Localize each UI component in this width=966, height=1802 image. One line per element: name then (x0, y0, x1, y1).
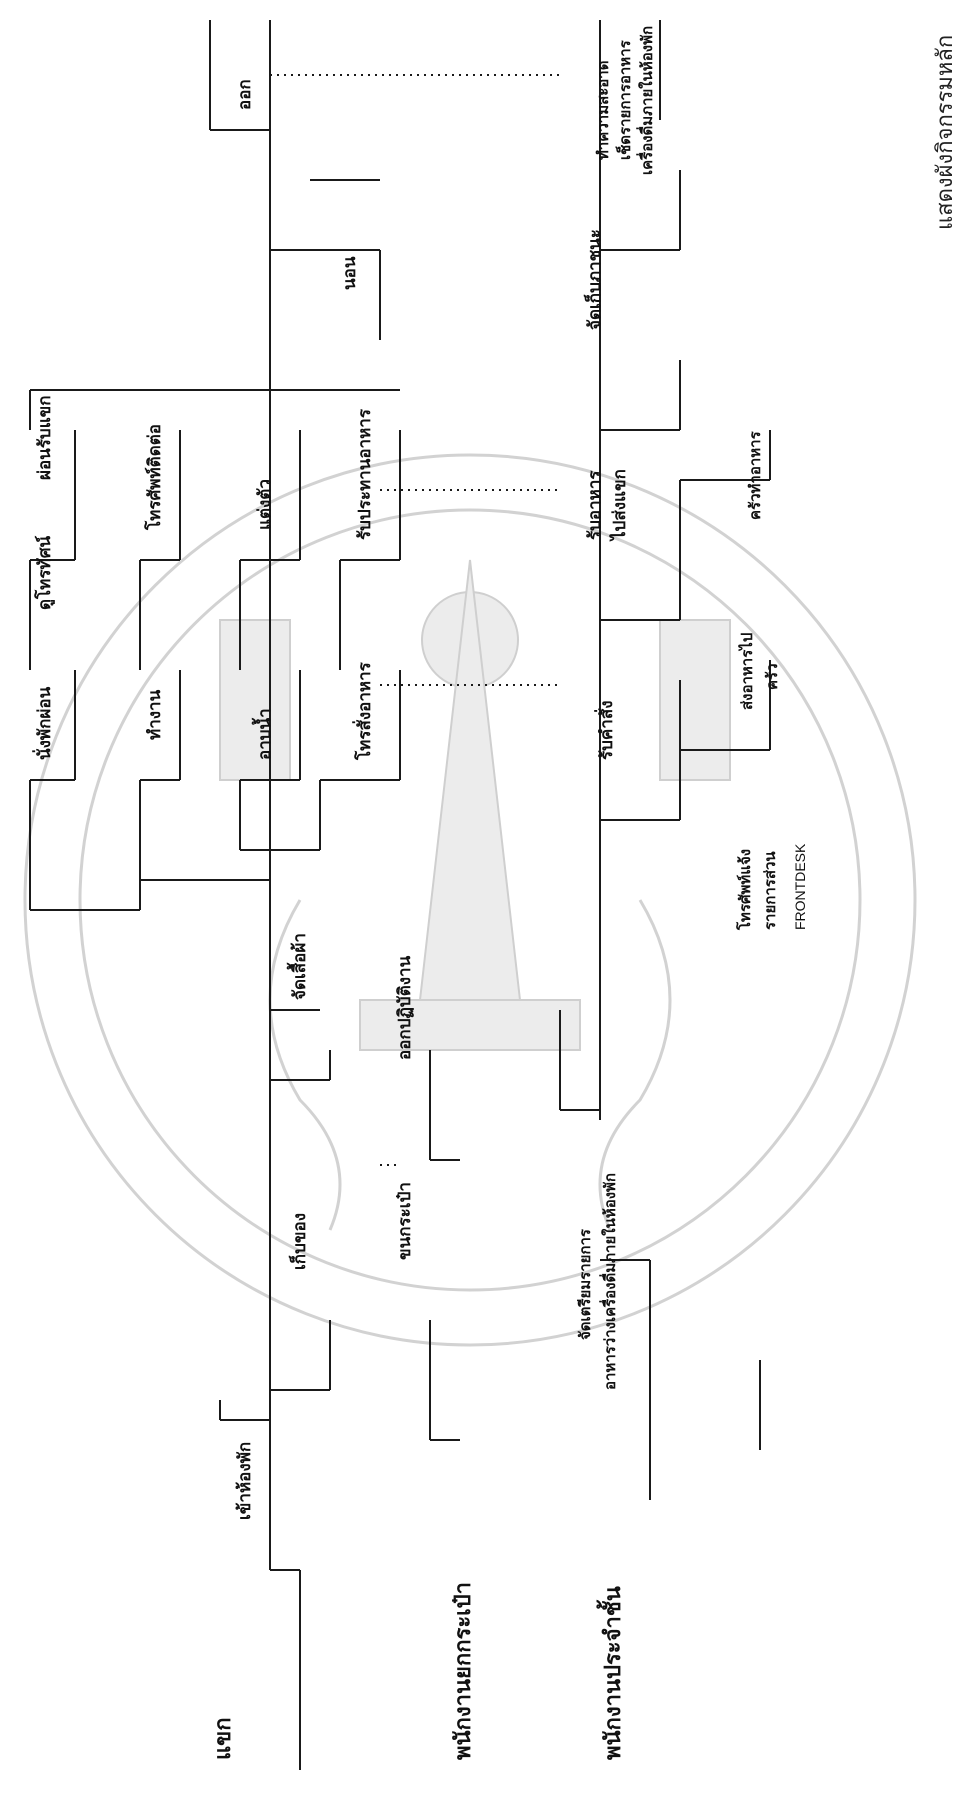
step-leave-area: ออกปฏิบัติงาน (395, 955, 415, 1060)
step-call-line2: รายการส่วน (761, 851, 779, 930)
step-deliver-line2: ไปส่งแขก (609, 469, 630, 542)
step-kitchen: ครัวทำอาหาร (746, 430, 764, 520)
step-shower: อาบน้ำ (251, 708, 275, 760)
step-take-order: รับคำสั่ง (594, 700, 617, 760)
step-sit-rest: นั่งพักผ่อน (32, 686, 55, 760)
lane-guest: แขก (211, 1717, 236, 1760)
step-send-line1: ส่งอาหารไป (737, 633, 756, 710)
step-clean-line3: เครื่องดื่มภายในห้องพัก (636, 26, 656, 175)
step-watch-tv: ดูโทรทัศน์ (34, 535, 56, 610)
step-sleep: นอน (340, 256, 360, 290)
step-order-food: โทรสั่งอาหาร (352, 661, 375, 761)
lane-frontdesk-staff: พนักงานประจำชั้น (596, 1586, 626, 1760)
step-check-in: เข้าห้องพัก (235, 1442, 255, 1520)
step-dress-up: แต่งตัว (255, 479, 275, 530)
step-prepare-line1: จัดเตรียมรายการ (576, 1228, 594, 1340)
step-clear: จัดเก็บภาชนะ (582, 229, 605, 330)
frontdesk-label: FRONTDESK (792, 843, 808, 930)
step-clean-line2: เช็ดรายการอาหาร (615, 39, 634, 160)
step-store-items: เก็บของ (287, 1213, 310, 1270)
step-relax: ผ่อนรับแขก (35, 395, 55, 480)
step-send-line2: ครัว (763, 663, 781, 690)
step-phone-contact: โทรศัพท์ติดต่อ (144, 424, 165, 531)
lane-porter: พนักงานยกกระเป๋า (451, 1582, 476, 1760)
step-work: ทำงาน (145, 689, 165, 740)
step-eat: รับประทานอาหาร (355, 408, 375, 540)
step-call-line1: โทรศัพท์แจ้ง (735, 849, 754, 931)
step-carry-bags: ขนกระเป๋า (395, 1182, 415, 1260)
step-clean-line1: ทำความสะอาด (594, 61, 612, 160)
university-seal-watermark (25, 455, 915, 1345)
step-change-clothes: จัดเสื้อผ้า (286, 933, 310, 1000)
figure-caption: แสดงผังกิจกรรมหลัก (933, 35, 958, 230)
step-check-out: ออก (235, 79, 255, 110)
flow-connectors (30, 20, 770, 1770)
step-deliver-line1: รับอาหาร (585, 470, 605, 540)
step-prepare-line2: อาหารว่างเครื่องดื่มภายในห้องพัก (599, 1173, 619, 1390)
